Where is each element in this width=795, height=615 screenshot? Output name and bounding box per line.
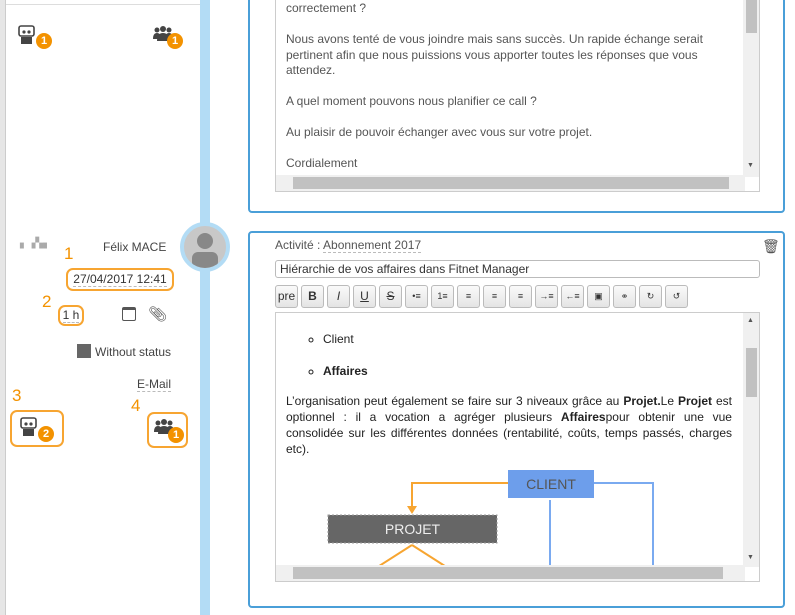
list-item: Client bbox=[323, 331, 732, 347]
align-right-button[interactable]: ≡ bbox=[509, 285, 532, 308]
diagram-projet: PROJET bbox=[384, 521, 441, 537]
align-center-button[interactable]: ≡ bbox=[483, 285, 506, 308]
vertical-scrollbar[interactable]: ▼ bbox=[743, 0, 759, 177]
email-line: attendez. bbox=[286, 63, 336, 77]
marker-3: 3 bbox=[12, 386, 22, 405]
activity-label: Activité : bbox=[275, 238, 321, 252]
contacts-badge: 1 bbox=[36, 33, 52, 49]
email-line: Nous avons tenté de vous joindre mais sa… bbox=[286, 32, 703, 46]
email-body[interactable]: correctement ? Nous avons tenté de vous j… bbox=[275, 0, 760, 192]
status-label[interactable]: Without status bbox=[95, 345, 172, 359]
editor-list: Client Affaires bbox=[323, 313, 732, 379]
group-icon bbox=[154, 419, 174, 434]
duration-value: 1 h bbox=[62, 308, 80, 323]
email-line bbox=[286, 17, 749, 33]
list-item: Affaires bbox=[323, 363, 732, 379]
bars-icon: ▖▗▚▖ bbox=[20, 238, 51, 249]
type-label[interactable]: E-Mail bbox=[137, 377, 172, 392]
contacts-badge: 2 bbox=[38, 426, 54, 442]
italic-button[interactable]: I bbox=[327, 285, 350, 308]
date-value: 27/04/2017 12:41 bbox=[73, 272, 167, 287]
image-button[interactable]: ▣ bbox=[587, 285, 610, 308]
email-card: correctement ? Nous avons tenté de vous j… bbox=[248, 0, 785, 213]
undo-button[interactable]: ↺ bbox=[665, 285, 688, 308]
activity-row: Activité : Abonnement 2017 bbox=[275, 238, 422, 253]
email-line bbox=[286, 79, 749, 95]
groups-badge: 1 bbox=[168, 427, 184, 443]
redo-button[interactable]: ↻ bbox=[639, 285, 662, 308]
link-button[interactable]: ⚭ bbox=[613, 285, 636, 308]
marker-4: 4 bbox=[131, 396, 141, 415]
author-name: Félix MACE bbox=[103, 240, 167, 254]
indent-button[interactable]: →≡ bbox=[535, 285, 558, 308]
timeline-line bbox=[200, 0, 210, 615]
underline-button[interactable]: U bbox=[353, 285, 376, 308]
vertical-scrollbar[interactable]: ▲▼ bbox=[743, 313, 759, 567]
email-line: A quel moment pouvons nous planifier ce … bbox=[286, 94, 537, 108]
duration-field[interactable]: 1 h bbox=[58, 305, 84, 326]
email-line: pertinent afin que nous puissions vous a… bbox=[286, 47, 698, 62]
subject-input[interactable]: Hiérarchie de vos affaires dans Fitnet M… bbox=[275, 260, 760, 278]
email-line: Cordialement bbox=[286, 156, 358, 170]
activity-value[interactable]: Abonnement 2017 bbox=[323, 238, 422, 253]
pre-button[interactable]: pre bbox=[275, 285, 298, 308]
email-text: correctement ? Nous avons tenté de vous j… bbox=[276, 0, 759, 172]
timeline-left-panel bbox=[6, 4, 200, 615]
horizontal-scrollbar[interactable] bbox=[276, 565, 745, 581]
status-color-swatch bbox=[77, 344, 91, 358]
editor-body[interactable]: Client Affaires L’organisation peut égal… bbox=[275, 312, 760, 582]
strikethrough-button[interactable]: S bbox=[379, 285, 402, 308]
bold-button[interactable]: B bbox=[301, 285, 324, 308]
bullet-list-button[interactable]: •≡ bbox=[405, 285, 428, 308]
avatar bbox=[180, 222, 230, 272]
group-badge: 1 bbox=[167, 33, 183, 49]
date-field[interactable]: 27/04/2017 12:41 bbox=[66, 268, 174, 291]
paperclip-icon[interactable]: 📎︎ bbox=[148, 306, 168, 323]
groups-button[interactable]: 1 bbox=[147, 412, 188, 448]
numbered-list-button[interactable]: 1≡ bbox=[431, 285, 454, 308]
group-icon[interactable]: 1 bbox=[153, 25, 183, 49]
diagram-client: CLIENT bbox=[526, 476, 576, 492]
marker-1: 1 bbox=[64, 244, 74, 263]
calendar-icon[interactable] bbox=[122, 307, 136, 321]
contacts-button[interactable]: 2 bbox=[10, 410, 64, 447]
align-left-button[interactable]: ≡ bbox=[457, 285, 480, 308]
editor-paragraph: L’organisation peut également se faire s… bbox=[286, 394, 732, 456]
outdent-button[interactable]: ←≡ bbox=[561, 285, 584, 308]
marker-2: 2 bbox=[42, 292, 52, 311]
email-line bbox=[286, 110, 749, 126]
contacts-icon bbox=[20, 417, 37, 436]
left-edge bbox=[0, 0, 6, 615]
horizontal-scrollbar[interactable] bbox=[276, 175, 745, 191]
email-line: Au plaisir de pouvoir échanger avec vous… bbox=[286, 125, 593, 139]
hierarchy-diagram bbox=[327, 470, 654, 569]
trash-icon[interactable]: 🗑︎ bbox=[762, 238, 780, 254]
email-line: correctement ? bbox=[286, 1, 367, 15]
activity-card: Activité : Abonnement 2017 🗑︎ Hiérarchie… bbox=[248, 231, 785, 608]
contacts-icon[interactable]: 1 bbox=[18, 25, 52, 49]
email-line bbox=[286, 141, 749, 157]
